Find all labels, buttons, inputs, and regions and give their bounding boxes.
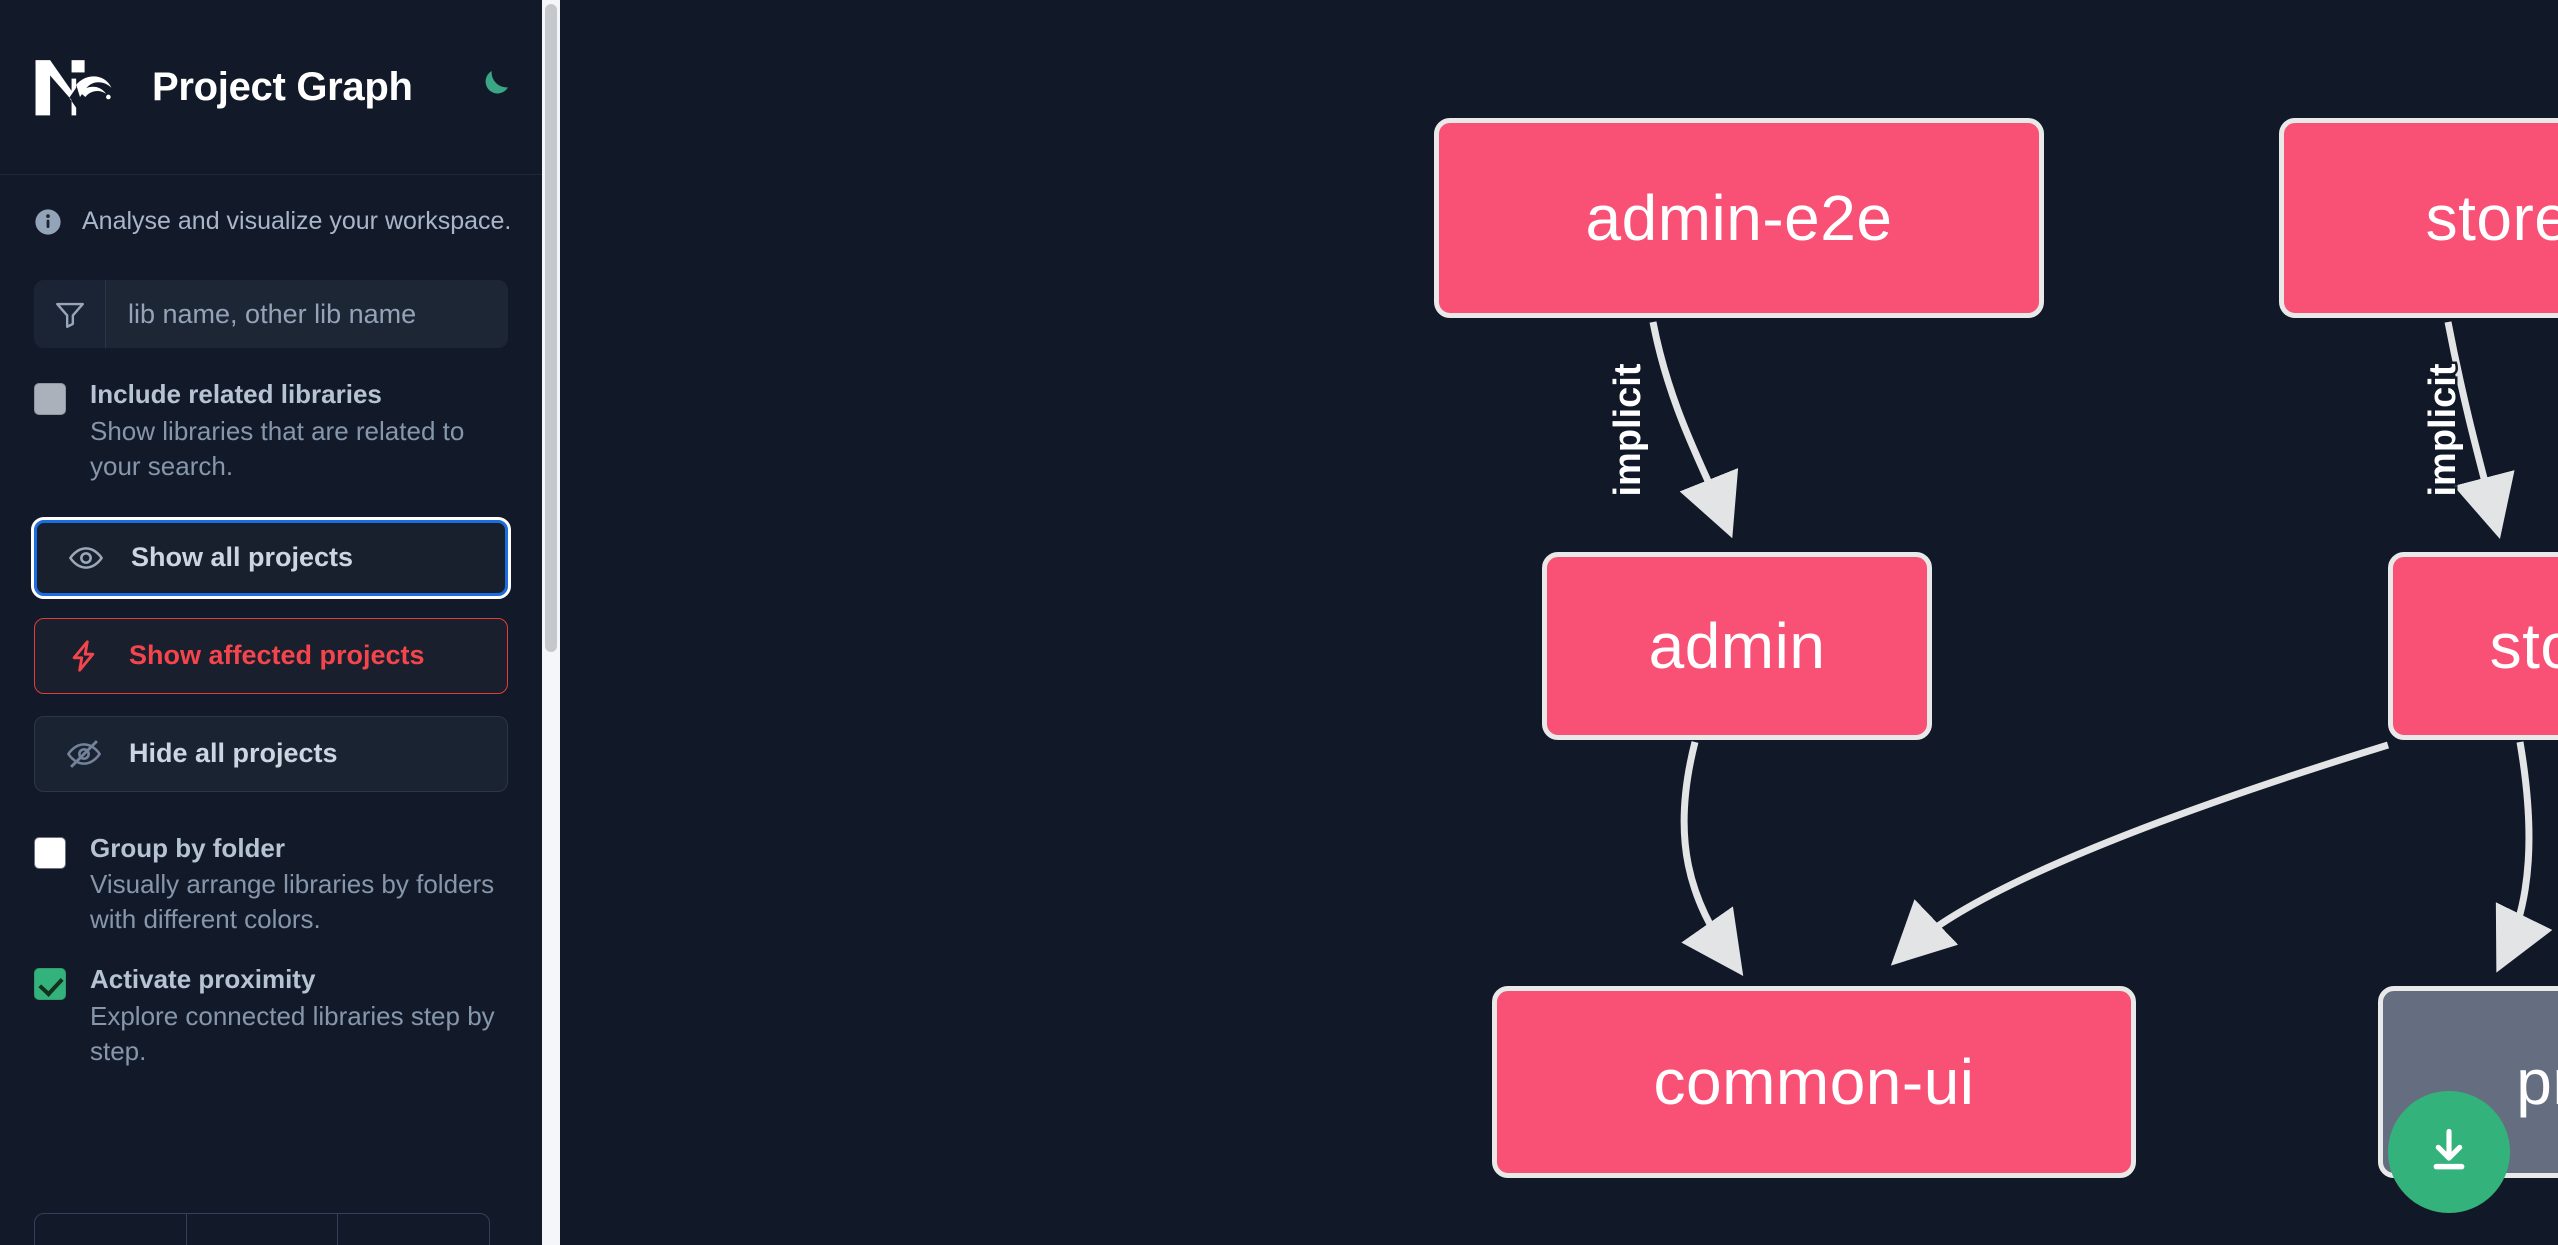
show-all-projects-button[interactable]: Show all projects: [31, 516, 511, 599]
edge-store-to-products: [2495, 741, 2553, 973]
hide-all-projects-button[interactable]: Hide all projects: [34, 715, 508, 792]
edge-label-implicit-admin: implicit: [1607, 363, 1649, 496]
group-by-folder-label: Group by folder: [90, 832, 285, 863]
sidebar-content: Project Graph: [0, 0, 542, 1245]
project-visibility-buttons: Show all projects Show affected projects: [0, 484, 542, 792]
show-affected-projects-label: Show affected projects: [129, 640, 425, 671]
moon-icon: [473, 66, 513, 109]
sidebar-header: Project Graph: [0, 0, 542, 175]
option-group-by-folder[interactable]: Group by folder Visually arrange librari…: [0, 792, 542, 938]
hide-all-projects-label: Hide all projects: [129, 738, 338, 769]
edge-label-implicit-store: implicit: [2422, 363, 2464, 496]
show-all-projects-label: Show all projects: [131, 542, 354, 573]
include-related-libraries-label: Include related libraries: [90, 379, 382, 409]
show-affected-projects-button[interactable]: Show affected projects: [34, 617, 508, 694]
eye-slash-icon: [65, 735, 103, 773]
nx-logo-icon: [34, 57, 126, 117]
proximity-segmented-control[interactable]: [34, 1213, 490, 1245]
sidebar-tagline: Analyse and visualize your workspace.: [0, 175, 542, 246]
search-section: [0, 246, 542, 348]
include-related-libraries-desc: Show libraries that are related to your …: [90, 415, 465, 481]
include-related-libraries-checkbox[interactable]: [34, 383, 66, 415]
option-activate-proximity[interactable]: Activate proximity Explore connected lib…: [0, 937, 542, 1069]
graph-canvas[interactable]: implicit implicit admin-e2e store-e2e ad…: [560, 0, 2558, 1245]
search-input[interactable]: [106, 280, 508, 348]
edge-admin-to-common-ui: [1680, 741, 1744, 977]
group-by-folder-checkbox[interactable]: [34, 836, 66, 869]
graph-node-store-e2e[interactable]: store-e2e: [2279, 118, 2558, 318]
theme-toggle-button[interactable]: [473, 64, 513, 110]
tagline-text: Analyse and visualize your workspace.: [82, 207, 512, 235]
graph-edges-layer: implicit implicit: [1605, 321, 2553, 977]
option-include-related-libraries[interactable]: Include related libraries Show libraries…: [0, 348, 542, 484]
edge-store-e2e-to-store: [2444, 321, 2515, 539]
edge-admin-e2e-to-admin: [1649, 321, 1739, 539]
edge-store-to-common-ui: [1890, 741, 2390, 966]
lightning-bolt-icon: [65, 637, 103, 675]
graph-node-admin[interactable]: admin: [1542, 552, 1932, 740]
info-icon: [34, 208, 62, 236]
filter-icon[interactable]: [34, 280, 106, 348]
group-by-folder-desc: Visually arrange libraries by folders wi…: [90, 869, 495, 935]
download-graph-button[interactable]: [2388, 1091, 2510, 1213]
eye-icon: [67, 539, 105, 577]
activate-proximity-desc: Explore connected libraries step by step…: [90, 1000, 495, 1066]
segment-1[interactable]: [35, 1214, 187, 1245]
graph-node-store[interactable]: store: [2388, 552, 2558, 740]
graph-node-admin-e2e[interactable]: admin-e2e: [1434, 118, 2044, 318]
sidebar: Project Graph: [0, 0, 560, 1245]
segment-2[interactable]: [187, 1214, 339, 1245]
activate-proximity-checkbox[interactable]: [34, 968, 66, 1001]
graph-node-common-ui[interactable]: common-ui: [1492, 986, 2136, 1178]
sidebar-scrollbar-track[interactable]: [542, 0, 560, 1245]
download-icon: [2421, 1123, 2477, 1182]
page-title: Project Graph: [152, 64, 413, 109]
activate-proximity-label: Activate proximity: [90, 964, 316, 995]
segment-3[interactable]: [338, 1214, 489, 1245]
sidebar-scrollbar-thumb[interactable]: [545, 4, 557, 652]
search-box: [34, 280, 508, 348]
